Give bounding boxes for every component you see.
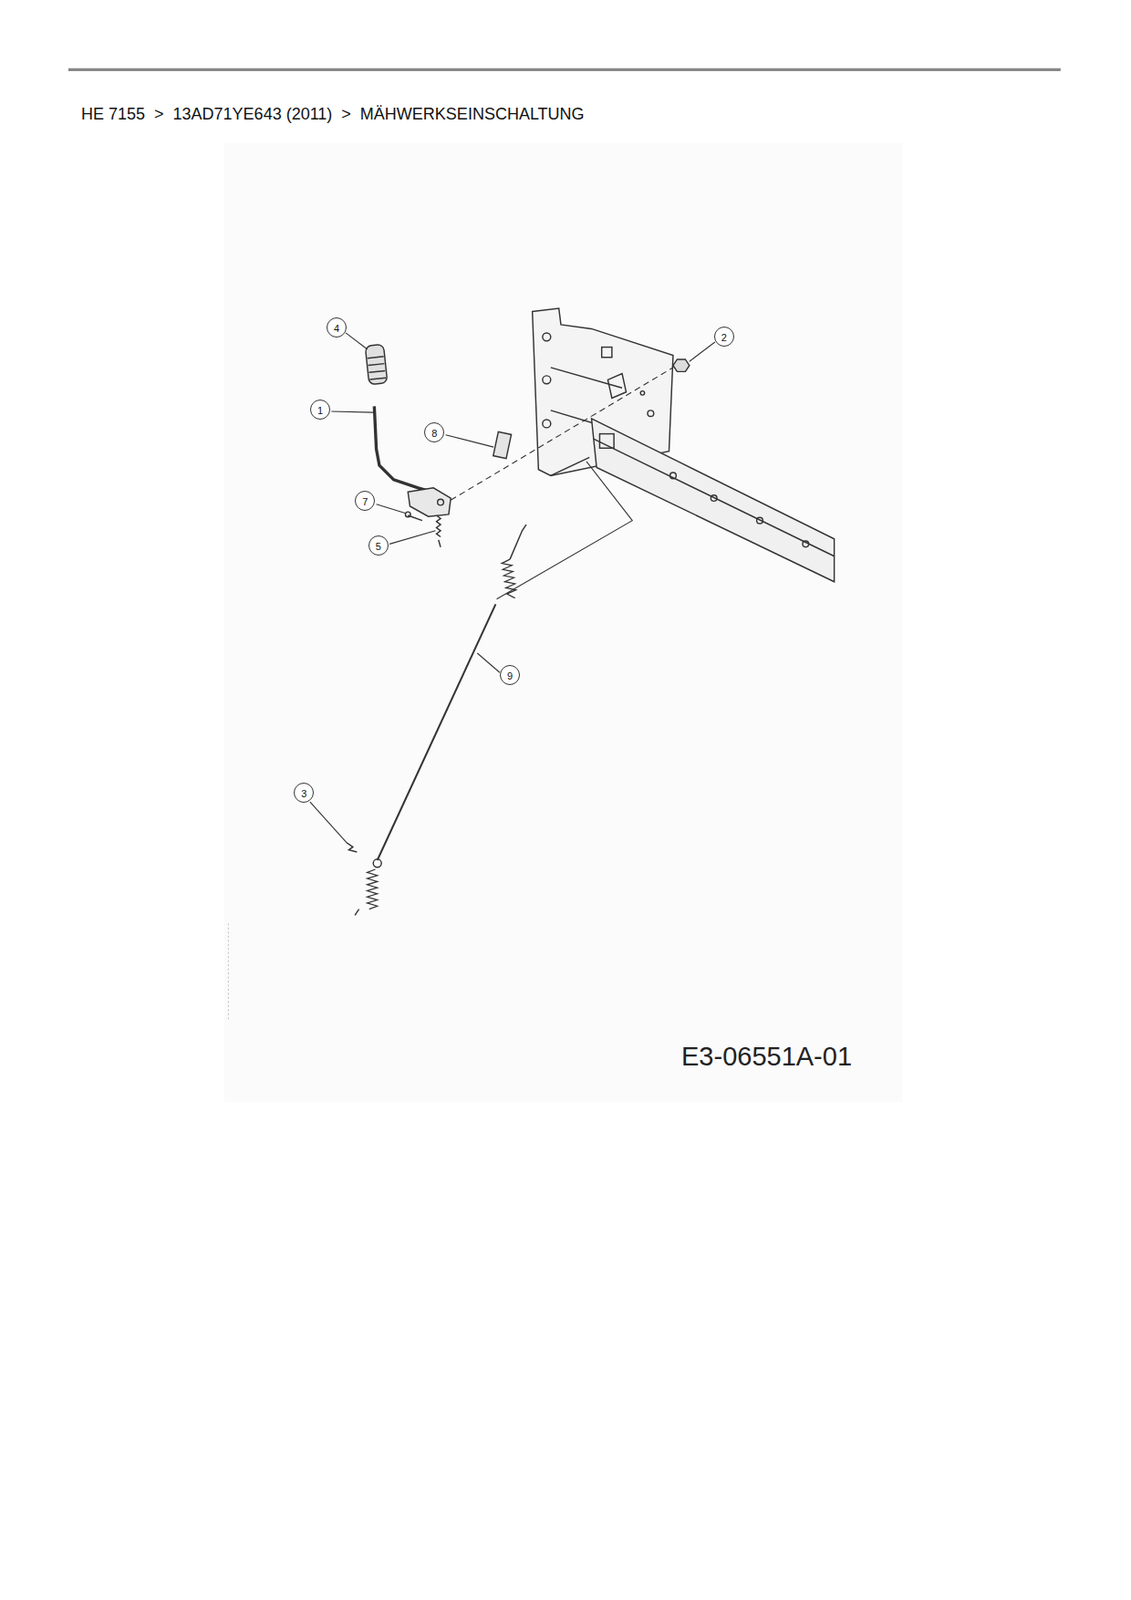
page-title: HE 7155 > 13AD71YE643 (2011) > MÄHWERKSE…: [81, 104, 585, 125]
leader-lines: [310, 332, 716, 843]
mower-engagement-assembly: [346, 308, 834, 915]
scan-mark: [228, 923, 229, 1020]
callout-number: 4: [326, 317, 347, 338]
drawing-number: E3-06551A-01: [681, 1041, 852, 1072]
callout-number: 3: [293, 782, 314, 803]
illustration-ground: [224, 143, 903, 1102]
header-rule: [68, 68, 1061, 72]
callout-number: 5: [368, 535, 389, 556]
callout-number: 2: [714, 326, 735, 347]
